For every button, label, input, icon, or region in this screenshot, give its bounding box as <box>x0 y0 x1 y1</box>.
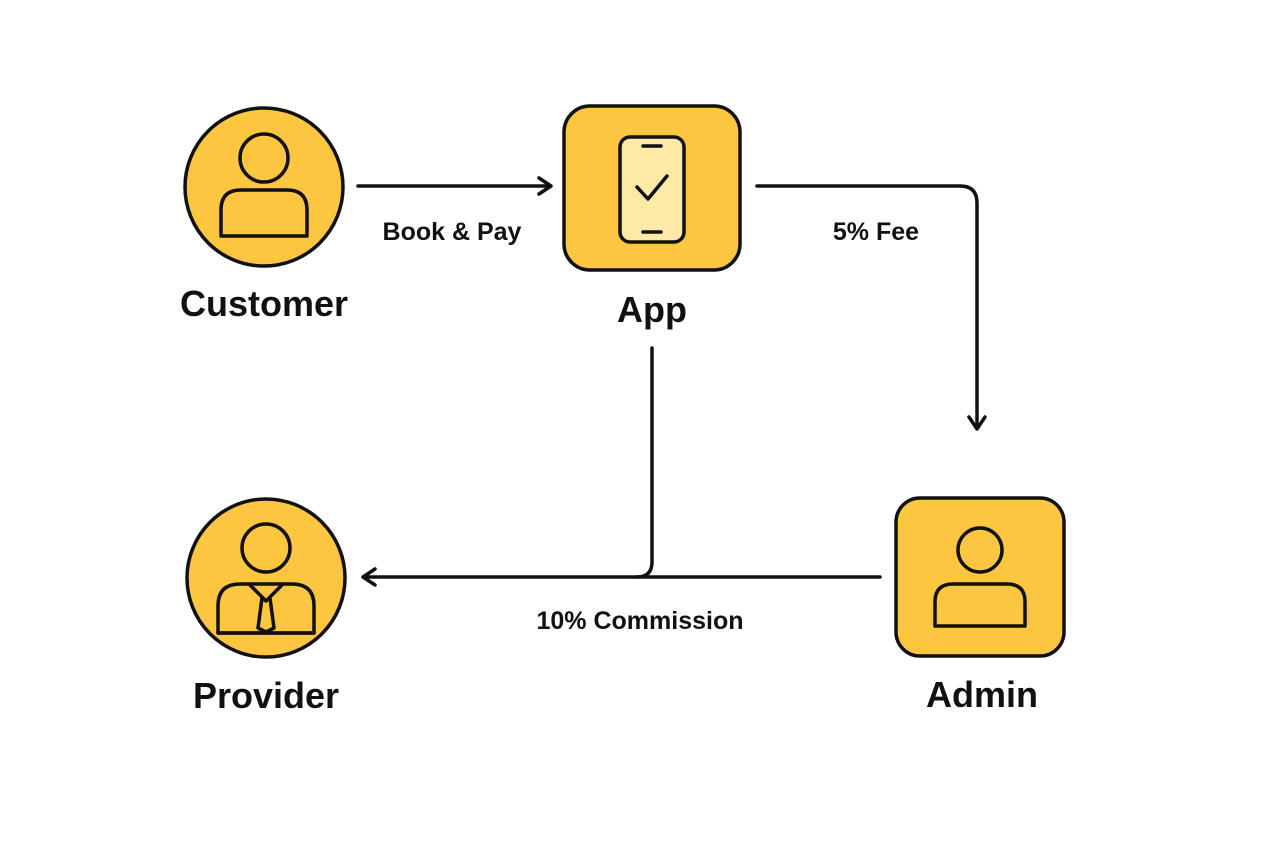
customer-label: Customer <box>180 283 348 324</box>
smartphone-check-icon <box>618 135 686 244</box>
edge-label-book-pay: Book & Pay <box>383 218 522 246</box>
edge-line <box>755 184 987 431</box>
node-admin: Admin <box>894 496 1066 715</box>
admin-label: Admin <box>926 674 1038 715</box>
app-label: App <box>617 289 687 330</box>
edge-label-commission: 10% Commission <box>536 607 743 635</box>
customer-circle <box>183 106 345 268</box>
provider-label: Provider <box>193 675 339 716</box>
person-icon <box>933 526 1027 628</box>
edge-app-to-provider <box>635 346 654 579</box>
node-provider: Provider <box>185 497 347 716</box>
edge-label-fee: 5% Fee <box>833 218 919 246</box>
edge-line <box>635 346 654 579</box>
node-customer: Customer <box>180 106 348 324</box>
edge-app-to-admin <box>755 184 987 431</box>
businessman-icon <box>216 522 316 635</box>
provider-circle <box>185 497 347 659</box>
person-icon <box>219 132 309 238</box>
admin-box <box>894 496 1066 658</box>
node-app: App <box>562 104 742 330</box>
